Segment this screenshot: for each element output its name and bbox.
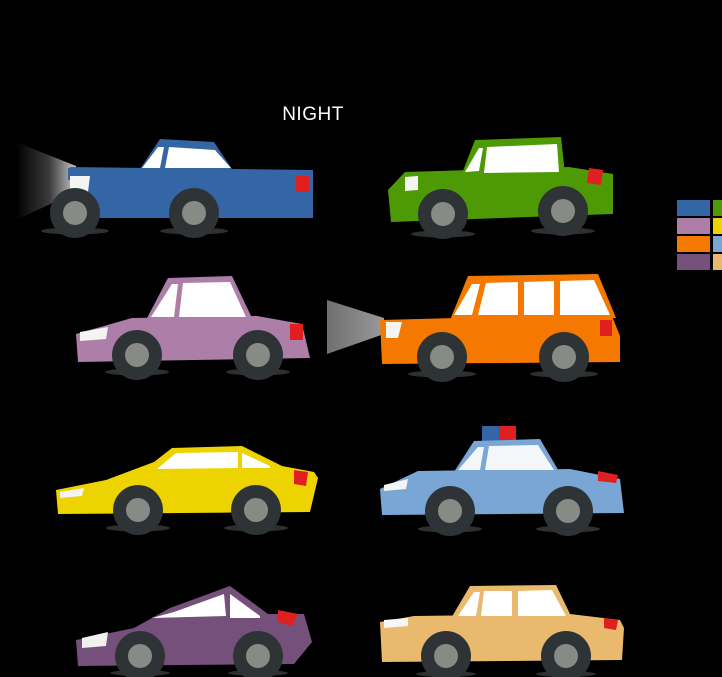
car-window [454, 284, 480, 315]
swatch-mauve[interactable] [677, 218, 710, 234]
wheel-hub [552, 345, 576, 369]
car-mauve-sedan[interactable] [62, 262, 327, 384]
car-window [524, 281, 554, 315]
wheel-hub [438, 499, 462, 523]
headlight-glass [60, 488, 84, 498]
car-orange-wagon[interactable] [322, 262, 634, 384]
car-yellow-sports-car[interactable] [42, 422, 332, 540]
swatch-yellow[interactable] [713, 218, 722, 234]
color-legend [677, 200, 722, 270]
taillight [604, 618, 618, 630]
car-window [230, 594, 260, 618]
police-light-blue [482, 426, 499, 442]
car-window [157, 452, 238, 469]
wheel-hub [430, 345, 454, 369]
wheel-hub [431, 202, 455, 226]
wheel-hub [246, 644, 270, 668]
headlight-beam [16, 142, 76, 220]
car-window [458, 592, 480, 616]
headlight-glass [384, 479, 408, 491]
swatch-green[interactable] [713, 200, 722, 216]
wheel-hub [128, 644, 152, 668]
page-title: NIGHT [282, 104, 344, 125]
wheel-hub [125, 343, 149, 367]
headlight-glass [80, 327, 108, 341]
wheel-hub [554, 644, 578, 668]
car-window [465, 148, 483, 172]
wheel-hub [246, 343, 270, 367]
swatch-light-blue[interactable] [713, 236, 722, 252]
swatch-orange[interactable] [677, 236, 710, 252]
wheel-hub [126, 498, 150, 522]
car-window [142, 147, 164, 168]
headlight-glass [384, 618, 408, 628]
car-tan-sedan[interactable] [372, 572, 644, 677]
wheel-hub [63, 201, 87, 225]
taillight [587, 168, 603, 185]
car-window [481, 591, 512, 616]
car-window [484, 144, 559, 173]
car-window [152, 594, 226, 618]
headlight-glass [386, 322, 402, 338]
wheel-hub [182, 201, 206, 225]
car-window [179, 282, 246, 317]
wheel-hub [551, 199, 575, 223]
car-window [151, 284, 178, 317]
car-window [485, 445, 554, 470]
taillight [598, 471, 618, 483]
headlight-glass [405, 176, 418, 191]
car-window [560, 280, 610, 315]
car-window [165, 147, 231, 168]
headlight-glass [82, 632, 108, 648]
car-window [478, 282, 518, 315]
car-purple-coupe[interactable] [62, 572, 342, 677]
taillight [294, 470, 308, 486]
car-blue-police-car[interactable] [372, 417, 634, 540]
taillight [278, 610, 298, 626]
swatch-tan[interactable] [713, 254, 722, 270]
swatch-blue[interactable] [677, 200, 710, 216]
taillight [296, 176, 309, 192]
wheel-hub [434, 644, 458, 668]
car-window [242, 453, 270, 468]
car-window [518, 590, 566, 616]
car-blue-sedan[interactable] [8, 126, 328, 244]
swatch-dark-purple[interactable] [677, 254, 710, 270]
car-green-pickup[interactable] [383, 126, 628, 244]
wheel-hub [556, 499, 580, 523]
police-light-red [499, 426, 516, 442]
car-window [458, 447, 484, 470]
taillight [600, 320, 612, 336]
taillight [290, 324, 303, 340]
wheel-hub [244, 498, 268, 522]
headlight-beam [327, 300, 384, 354]
